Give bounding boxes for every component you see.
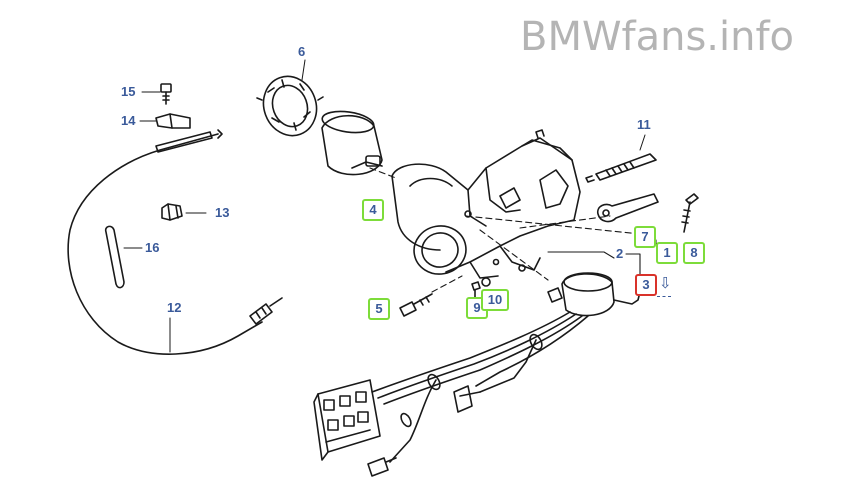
spring-pin-part [585, 153, 657, 183]
site-watermark: BMWfans.info [520, 14, 795, 60]
callout-14[interactable]: 14 [121, 113, 136, 128]
callout-12[interactable]: 12 [167, 300, 182, 315]
assembly-guide-lines [369, 167, 641, 293]
harness-connector [313, 379, 381, 461]
callout-4[interactable]: 4 [362, 199, 384, 221]
indicator-dash [657, 296, 671, 297]
callout-8[interactable]: 8 [683, 242, 705, 264]
callout-5[interactable]: 5 [368, 298, 390, 320]
small-clip-part [161, 203, 183, 221]
lock-ring-part [256, 75, 324, 137]
small-bolt-part [160, 83, 172, 105]
wire-harness [371, 311, 589, 463]
callout-10[interactable]: 10 [481, 289, 509, 311]
cable-sleeve-part [104, 225, 125, 289]
callout-6[interactable]: 6 [298, 44, 306, 59]
callout-13[interactable]: 13 [215, 205, 230, 220]
bracket-leader-line [625, 253, 641, 275]
bowden-cable-part [67, 129, 283, 355]
lock-cylinder-part [321, 110, 383, 176]
callout-leaders [123, 59, 657, 353]
ignition-switch-part [547, 272, 641, 317]
callout-7[interactable]: 7 [634, 226, 656, 248]
callout-3-selected[interactable]: 3 [635, 274, 657, 296]
callout-15[interactable]: 15 [121, 84, 136, 99]
slider-part [596, 193, 659, 223]
steering-lock-housing [391, 129, 581, 279]
callout-2[interactable]: 2 [616, 246, 624, 261]
small-connector [367, 385, 473, 477]
screw-part [681, 193, 699, 233]
cable-clip-part [155, 113, 191, 129]
down-arrow-icon: ⇩ [659, 274, 672, 292]
callout-11[interactable]: 11 [637, 117, 651, 132]
bolt-part [399, 293, 433, 317]
callout-16[interactable]: 16 [145, 240, 160, 255]
housing-leader-line [547, 251, 615, 259]
callout-1[interactable]: 1 [656, 242, 678, 264]
